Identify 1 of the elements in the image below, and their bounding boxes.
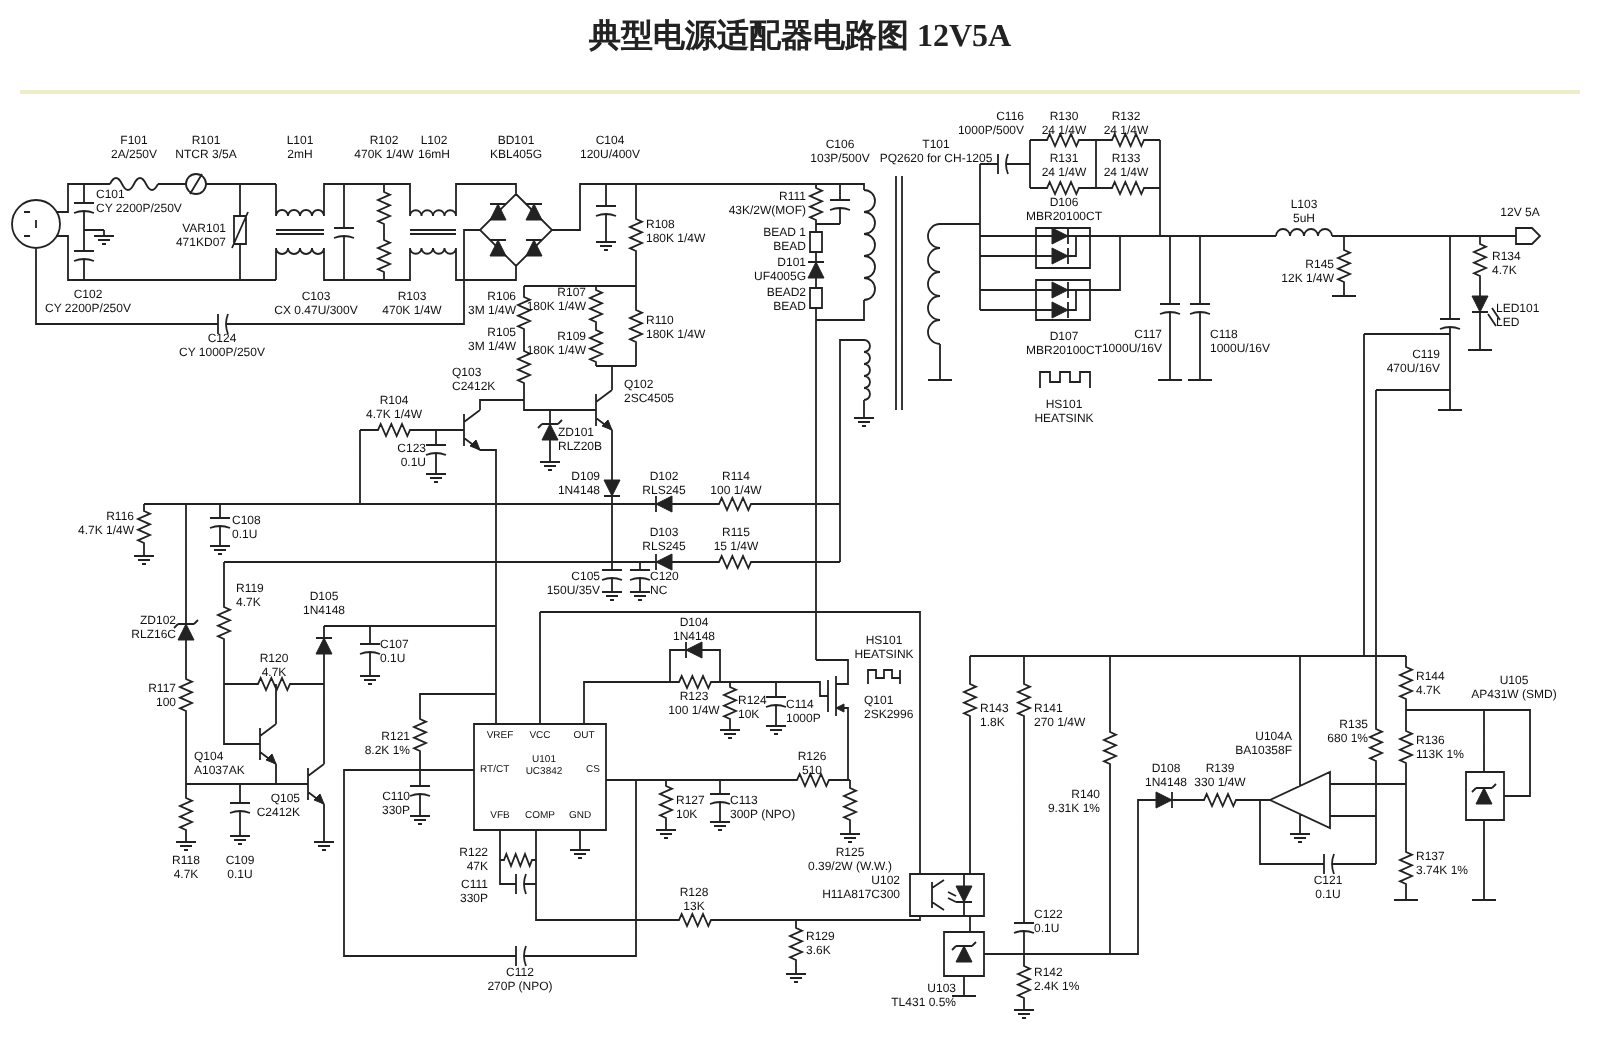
- title: 典型电源适配器电路图 12V5A: [586, 16, 1014, 58]
